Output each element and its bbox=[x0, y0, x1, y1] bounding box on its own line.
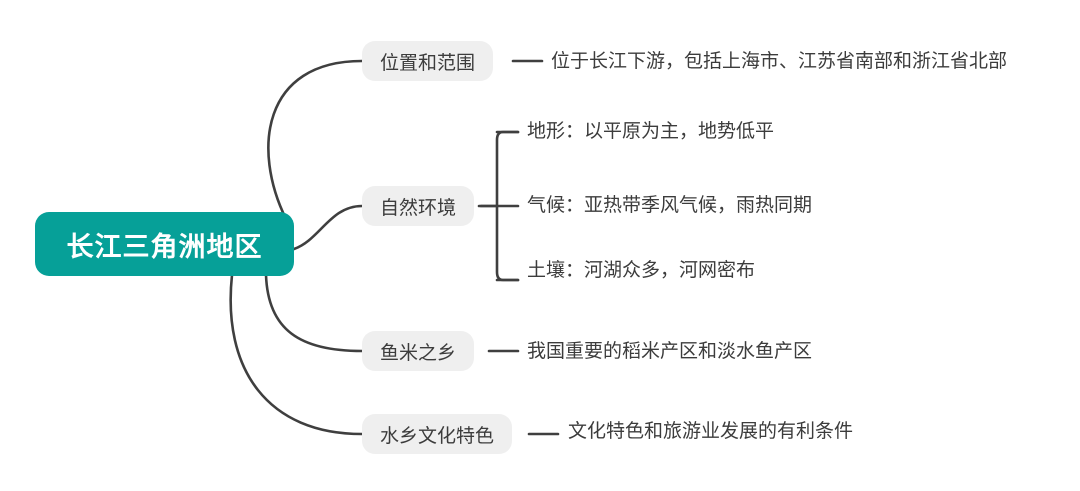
branch-node-position-label: 位置和范围 bbox=[380, 52, 476, 74]
root-node[interactable]: 长江三角洲地区 bbox=[35, 212, 294, 276]
bracket-nature-spine bbox=[495, 130, 520, 282]
connector-root-to-position bbox=[267, 59, 364, 221]
leaf-text-culture-detail: 文化特色和旅游业发展的有利条件 bbox=[568, 421, 854, 442]
leaf-text-climate: 气候：亚热带季风气候，雨热同期 bbox=[527, 195, 813, 216]
leaf-text-terrain: 地形：以平原为主，地势低平 bbox=[527, 121, 775, 142]
branch-node-nature[interactable]: 自然环境 bbox=[362, 186, 475, 226]
branch-node-fish[interactable]: 鱼米之乡 bbox=[362, 331, 475, 371]
leaf-text-fish-detail: 我国重要的稻米产区和淡水鱼产区 bbox=[527, 341, 813, 362]
branch-node-culture[interactable]: 水乡文化特色 bbox=[362, 414, 513, 454]
connector-root-to-nature bbox=[292, 204, 364, 251]
branch-node-position[interactable]: 位置和范围 bbox=[362, 41, 494, 81]
branch-node-culture-label: 水乡文化特色 bbox=[380, 425, 495, 447]
leaf-text-soil: 土壤：河湖众多，河网密布 bbox=[527, 260, 756, 281]
connector-root-to-culture bbox=[229, 273, 364, 436]
leaf-text-position-detail: 位于长江下游，包括上海市、江苏省南部和浙江省北部 bbox=[551, 51, 1008, 72]
branch-node-nature-label: 自然环境 bbox=[380, 197, 457, 219]
connector-root-to-fish bbox=[264, 273, 364, 353]
root-node-label: 长江三角洲地区 bbox=[66, 231, 263, 262]
branch-node-fish-label: 鱼米之乡 bbox=[380, 342, 457, 364]
